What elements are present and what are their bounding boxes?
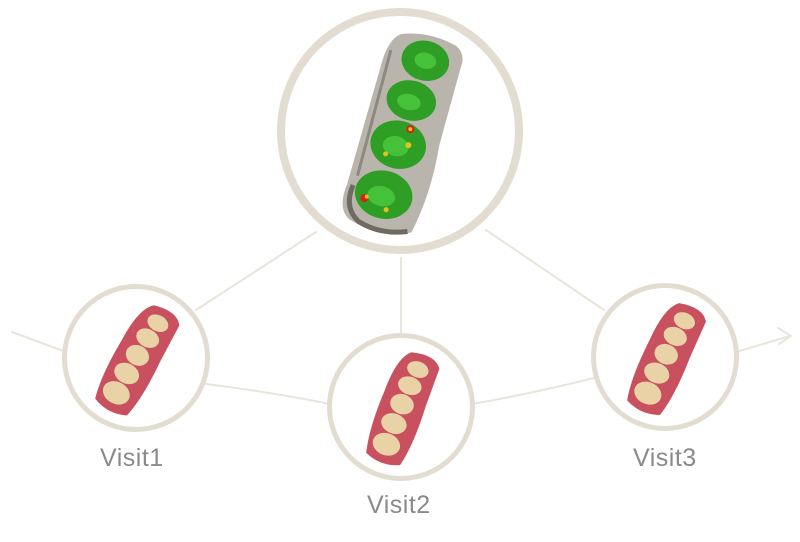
- dental-arch-scan-icon: [366, 352, 440, 466]
- timeline-line: [735, 335, 791, 353]
- visit2-label: Visit2: [367, 491, 431, 519]
- timeline-arrowhead: [777, 327, 793, 345]
- timeline-line: [471, 377, 595, 405]
- visit1-label: Visit1: [100, 444, 164, 472]
- visit1-scan-node[interactable]: [62, 284, 210, 432]
- timeline-line: [11, 331, 67, 353]
- dental-scan-heatmap-icon: [342, 33, 463, 235]
- visit3-label: Visit3: [633, 444, 697, 472]
- dental-arch-scan-icon: [627, 303, 706, 415]
- branch-line-visit1: [195, 231, 317, 311]
- comparison-scan-node: [277, 8, 523, 254]
- visit3-scan-node[interactable]: [591, 283, 739, 431]
- branch-line-visit3: [485, 229, 605, 311]
- dental-arch-scan-icon: [95, 305, 180, 416]
- visit2-scan-node[interactable]: [327, 333, 475, 481]
- timeline-line: [205, 383, 331, 405]
